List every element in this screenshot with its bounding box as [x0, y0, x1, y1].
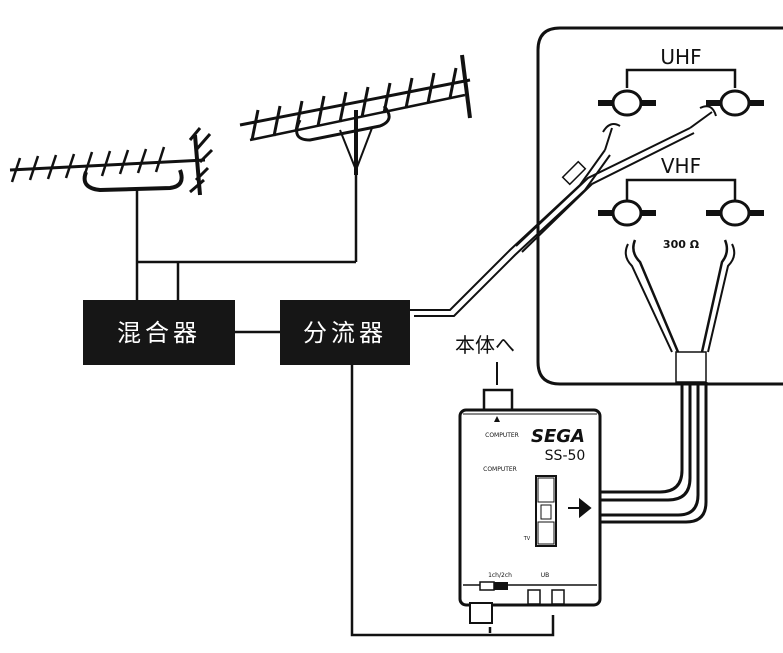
uhf-terminals: UHF: [598, 45, 764, 117]
mixer-box: 混合器: [83, 300, 235, 365]
computer-label: COMPUTER: [483, 466, 517, 473]
impedance-label: 300 Ω: [663, 238, 700, 251]
vhf-label: VHF: [661, 154, 701, 178]
antenna-feeders: [135, 260, 356, 300]
mixer-label: 混合器: [117, 319, 201, 347]
bottom-terminal-label: UB: [541, 572, 550, 579]
vhf-connector-right: [706, 199, 764, 227]
vhf-terminals: VHF 300 Ω: [598, 154, 764, 251]
rf-switch-unit: COMPUTER SEGA SS-50 COMPUTER TV 1ch/2ch …: [458, 388, 602, 624]
tv-label: TV: [523, 536, 531, 542]
output-arrow-icon: [568, 497, 592, 519]
splitter-label: 分流器: [303, 319, 387, 347]
uhf-antenna: [239, 54, 472, 262]
vhf-feeder-cable: [600, 239, 736, 524]
channel-switch[interactable]: [479, 581, 508, 591]
splitter-box: 分流器: [280, 300, 410, 365]
uhf-connector-right: [706, 89, 764, 117]
computer-top-label: COMPUTER: [485, 432, 519, 439]
vhf-connector-left: [598, 199, 656, 227]
uhf-label: UHF: [660, 45, 701, 69]
bottom-terminals: [527, 589, 565, 605]
vhf-antenna: [9, 127, 214, 262]
to-main-unit-label: 本体へ: [455, 333, 515, 357]
sega-logo: SEGA: [531, 426, 585, 447]
computer-tv-slide-switch[interactable]: [535, 475, 557, 547]
model-label: SS-50: [545, 448, 586, 464]
uhf-feeder-cable: [410, 105, 717, 317]
channel-label: 1ch/2ch: [488, 572, 512, 579]
up-arrow-icon: [494, 416, 500, 422]
uhf-connector-left: [598, 89, 656, 117]
tv-back-panel: [536, 26, 783, 386]
to-main-unit: 本体へ: [455, 333, 515, 385]
